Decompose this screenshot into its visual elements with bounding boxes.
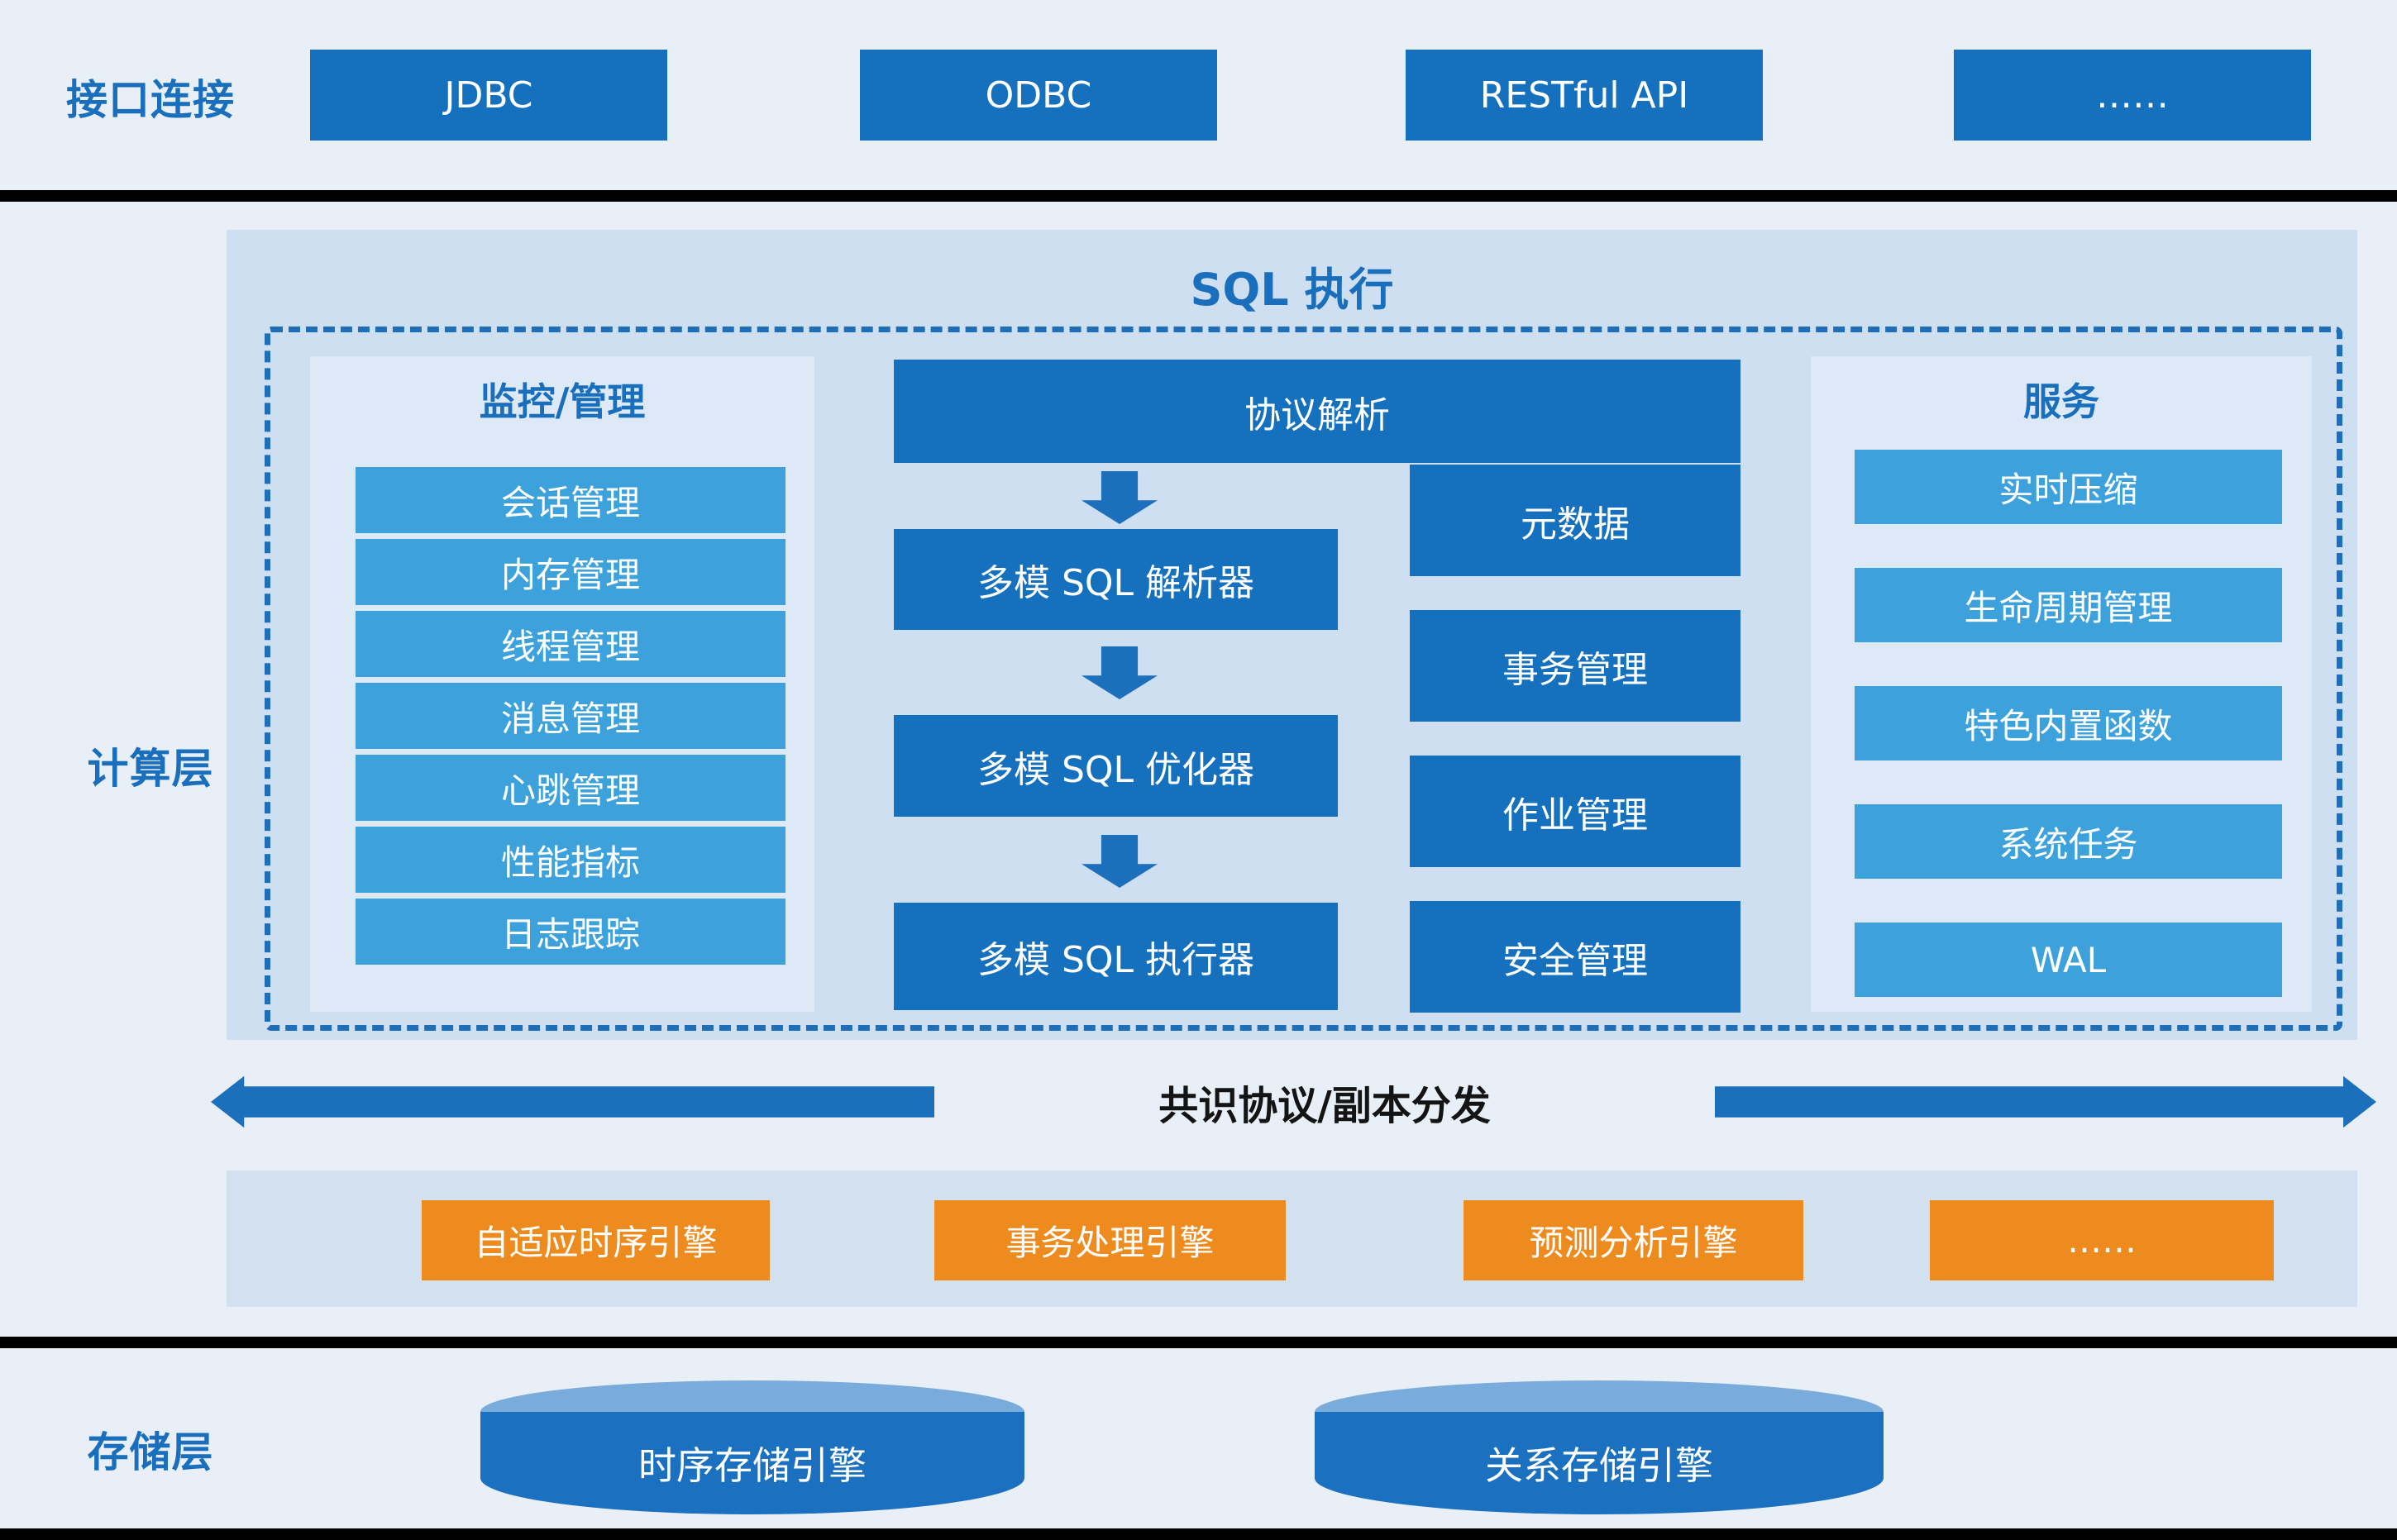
storage-layer-label: 存储层 — [51, 1420, 250, 1478]
sql-optimizer-box: 多模 SQL 优化器 — [894, 715, 1338, 817]
monitoring-item-memory: 内存管理 — [356, 539, 785, 605]
engine-label: 自适应时序引擎 — [474, 1223, 718, 1263]
right-arrow-icon — [1715, 1075, 2376, 1128]
monitoring-item-label: 消息管理 — [500, 698, 640, 739]
monitoring-item-label: 心跳管理 — [500, 770, 640, 811]
monitoring-item-label: 日志跟踪 — [500, 913, 640, 955]
job-management-box: 作业管理 — [1410, 756, 1740, 867]
security-management-box: 安全管理 — [1410, 901, 1740, 1013]
monitoring-item-label: 会话管理 — [500, 482, 640, 523]
engine-label: …… — [2067, 1220, 2137, 1261]
service-item-lifecycle-management: 生命周期管理 — [1855, 568, 2282, 642]
sql-executor-label: 多模 SQL 执行器 — [976, 939, 1255, 981]
connector-box-jdbc: JDBC — [310, 50, 667, 141]
sql-parser-label: 多模 SQL 解析器 — [976, 562, 1255, 604]
service-item-label: 生命周期管理 — [1964, 587, 2173, 628]
service-item-label: 实时压缩 — [1998, 469, 2138, 510]
storage-engine-label: 关系存储引擎 — [1485, 1443, 1713, 1488]
engine-box-more: …… — [1930, 1200, 2274, 1280]
services-title-text: 服务 — [2023, 379, 2099, 424]
monitoring-title-text: 监控/管理 — [479, 379, 646, 424]
monitoring-panel: 监控/管理 会话管理 内存管理 线程管理 消息管理 心跳管理 性能指标 日志跟踪 — [310, 356, 814, 1012]
service-item-system-tasks: 系统任务 — [1855, 804, 2282, 879]
metadata-box: 元数据 — [1410, 465, 1740, 576]
transaction-management-box: 事务管理 — [1410, 610, 1740, 722]
consensus-label: 共识协议/副本分发 — [934, 1075, 1715, 1129]
cylinder-body: 关系存储引擎 — [1315, 1412, 1884, 1514]
consensus-label-text: 共识协议/副本分发 — [1158, 1083, 1491, 1129]
compute-layer-label: 计算层 — [51, 737, 250, 794]
monitoring-item-label: 内存管理 — [500, 554, 640, 595]
engine-box-transaction-processing: 事务处理引擎 — [934, 1200, 1286, 1280]
metadata-label: 元数据 — [1521, 503, 1630, 546]
storage-engine-label: 时序存储引擎 — [638, 1443, 867, 1488]
bottom-edge-bar — [0, 1528, 2397, 1540]
connector-label: RESTful API — [1479, 74, 1689, 117]
sql-execution-title-text: SQL 执行 — [1190, 263, 1394, 316]
monitoring-panel-title: 监控/管理 — [310, 373, 814, 426]
monitoring-item-message: 消息管理 — [356, 683, 785, 749]
services-panel-title: 服务 — [1811, 373, 2312, 426]
compute-layer-label-text: 计算层 — [87, 745, 214, 793]
service-item-label: 特色内置函数 — [1964, 705, 2173, 746]
protocol-parse-label: 协议解析 — [1244, 393, 1390, 436]
sql-execution-title: SQL 执行 — [227, 252, 2357, 318]
protocol-parse-box: 协议解析 — [894, 360, 1740, 463]
monitoring-item-metrics: 性能指标 — [356, 827, 785, 893]
sql-execution-dashed-border — [265, 327, 2342, 1031]
monitoring-item-label: 性能指标 — [500, 842, 640, 883]
connector-box-more: …… — [1954, 50, 2311, 141]
interface-layer-label: 接口连接 — [51, 68, 250, 126]
monitoring-item-thread: 线程管理 — [356, 611, 785, 677]
service-item-realtime-compression: 实时压缩 — [1855, 450, 2282, 524]
service-item-label: WAL — [2030, 939, 2107, 980]
transaction-management-label: 事务管理 — [1502, 648, 1648, 691]
timeseries-storage-engine-cylinder: 时序存储引擎 — [480, 1380, 1024, 1514]
storage-layer-label-text: 存储层 — [87, 1428, 214, 1476]
security-management-label: 安全管理 — [1502, 939, 1648, 982]
engine-label: 事务处理引擎 — [1005, 1223, 1215, 1263]
monitoring-item-session: 会话管理 — [356, 467, 785, 533]
left-arrow-icon — [211, 1075, 934, 1128]
monitoring-item-heartbeat: 心跳管理 — [356, 755, 785, 821]
monitoring-item-log-trace: 日志跟踪 — [356, 899, 785, 965]
engine-box-adaptive-timeseries: 自适应时序引擎 — [422, 1200, 770, 1280]
connector-label: …… — [2096, 74, 2169, 117]
cylinder-body: 时序存储引擎 — [480, 1412, 1024, 1514]
sql-parser-box: 多模 SQL 解析器 — [894, 529, 1338, 630]
relational-storage-engine-cylinder: 关系存储引擎 — [1315, 1380, 1884, 1514]
service-item-wal: WAL — [1855, 923, 2282, 997]
divider-bottom — [0, 1337, 2397, 1348]
divider-top — [0, 190, 2397, 202]
engine-box-predictive-analytics: 预测分析引擎 — [1464, 1200, 1803, 1280]
sql-executor-box: 多模 SQL 执行器 — [894, 903, 1338, 1010]
services-panel: 服务 实时压缩 生命周期管理 特色内置函数 系统任务 WAL — [1811, 356, 2312, 1012]
sql-optimizer-label: 多模 SQL 优化器 — [976, 748, 1255, 791]
engine-label: 预测分析引擎 — [1529, 1223, 1738, 1263]
connector-box-restful-api: RESTful API — [1406, 50, 1763, 141]
connector-box-odbc: ODBC — [860, 50, 1217, 141]
service-item-builtin-functions: 特色内置函数 — [1855, 686, 2282, 760]
monitoring-item-label: 线程管理 — [500, 626, 640, 667]
job-management-label: 作业管理 — [1502, 794, 1648, 837]
connector-label: ODBC — [985, 74, 1092, 117]
interface-layer-label-text: 接口连接 — [66, 76, 235, 124]
connector-label: JDBC — [444, 74, 533, 117]
service-item-label: 系统任务 — [1998, 823, 2138, 865]
